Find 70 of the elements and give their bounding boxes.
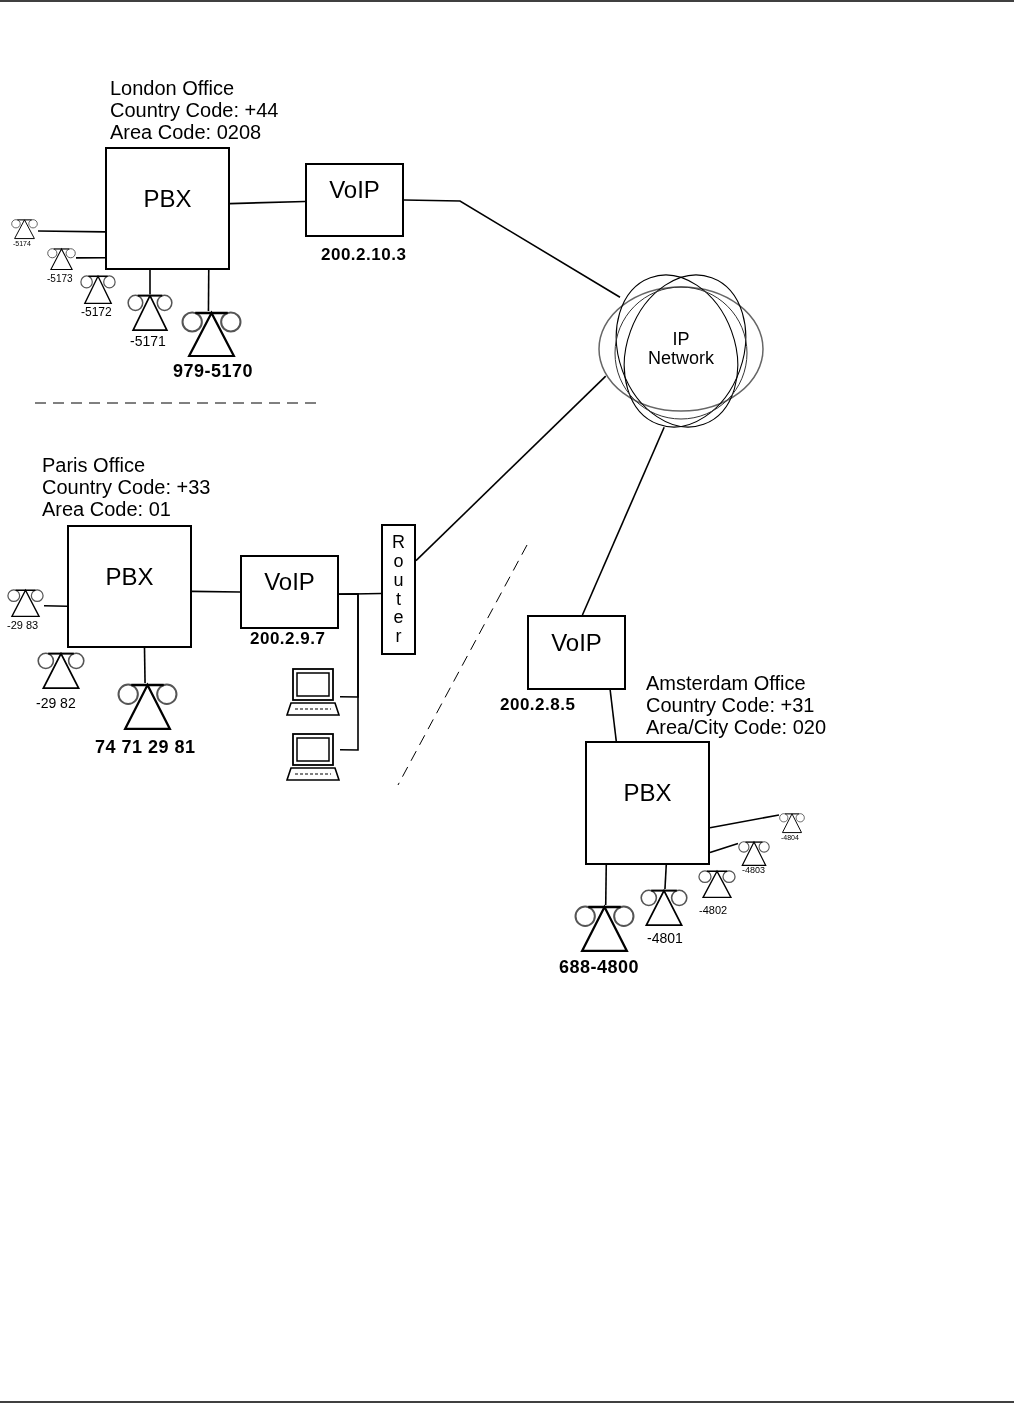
telephone-icon — [117, 683, 178, 730]
telephone-icon — [47, 248, 76, 270]
telephone-icon — [127, 294, 173, 331]
device-label: VoIP — [551, 628, 602, 657]
phone-number: -5173 — [47, 274, 73, 284]
phone-number: -4801 — [647, 931, 683, 945]
telephone-icon — [779, 813, 805, 833]
connector-line — [338, 593, 359, 751]
connector-line — [581, 426, 665, 616]
ip-address: 200.2.10.3 — [321, 246, 407, 263]
network-label: IP Network — [647, 330, 715, 368]
device-label: PBX — [623, 779, 672, 807]
connector-line — [143, 647, 146, 684]
telephone-icon — [181, 311, 242, 357]
connector-line — [207, 269, 210, 312]
device-box — [527, 615, 626, 690]
connector-line — [149, 269, 151, 295]
office-info: Amsterdam Office — [646, 673, 806, 693]
office-info: Country Code: +31 — [646, 695, 815, 715]
device-box — [67, 525, 192, 648]
connector-line — [604, 864, 608, 906]
device-box — [585, 741, 710, 865]
office-info: London Office — [110, 78, 235, 98]
phone-number: -5171 — [130, 334, 166, 348]
computer-icon — [286, 733, 340, 781]
office-info: Country Code: +44 — [110, 100, 279, 120]
connector-line — [709, 842, 739, 854]
phone-number: -4803 — [742, 866, 766, 875]
connector-line — [609, 689, 618, 742]
connector-line — [37, 230, 106, 233]
device-label: PBX — [105, 562, 154, 591]
ip-address: 200.2.9.7 — [250, 630, 326, 647]
device-label: PBX — [143, 184, 192, 213]
phone-number: -5172 — [81, 306, 112, 318]
telephone-icon — [7, 589, 44, 617]
office-info: Country Code: +33 — [42, 477, 211, 497]
phone-number: 74 71 29 81 — [95, 738, 196, 756]
device-box — [105, 147, 230, 270]
connector-line — [75, 256, 106, 259]
telephone-icon — [37, 652, 85, 689]
office-info: Area Code: 0208 — [110, 122, 262, 142]
telephone-icon — [698, 870, 736, 898]
office-info: Area Code: 01 — [42, 499, 171, 519]
connector-line — [664, 864, 668, 890]
router-box — [381, 524, 416, 655]
connector-line — [709, 814, 780, 829]
connector-line — [191, 590, 241, 593]
router-label: Router — [391, 532, 406, 647]
device-label: VoIP — [264, 568, 315, 596]
phone-number: 979-5170 — [173, 362, 254, 380]
connector-line — [43, 605, 68, 607]
connector-line — [229, 200, 306, 205]
connector-line — [403, 199, 621, 299]
telephone-icon — [640, 889, 688, 926]
office-info: Paris Office — [42, 455, 145, 475]
telephone-icon — [11, 219, 38, 239]
ip-address: 200.2.8.5 — [500, 696, 576, 713]
phone-number: -29 82 — [36, 696, 76, 710]
connector-line — [415, 375, 607, 562]
office-info: Area/City Code: 020 — [646, 717, 827, 737]
device-label: VoIP — [329, 176, 380, 204]
phone-number: -4802 — [699, 905, 728, 916]
device-box — [305, 163, 404, 237]
device-box — [240, 555, 339, 629]
computer-icon — [286, 668, 340, 716]
telephone-icon — [80, 275, 116, 304]
telephone-icon — [738, 841, 770, 866]
telephone-icon — [574, 905, 635, 952]
phone-number: -29 83 — [7, 620, 39, 631]
phone-number: 688-4800 — [559, 958, 640, 976]
